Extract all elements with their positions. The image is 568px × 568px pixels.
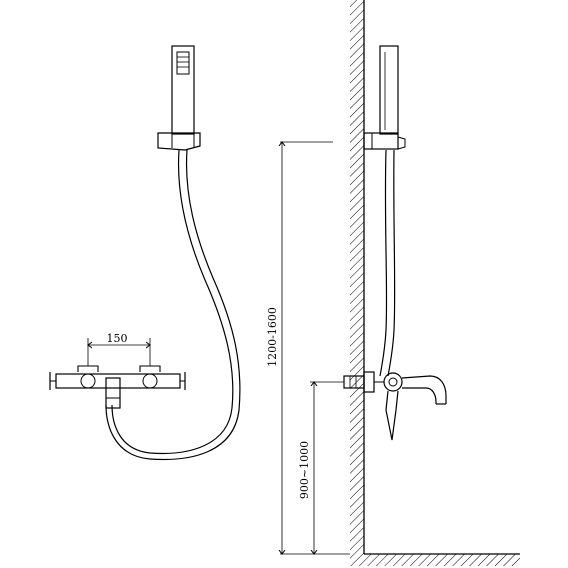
shower-height-label: 1200-1600 xyxy=(266,307,279,367)
valve-spacing-label: 150 xyxy=(107,332,128,345)
valve-height-label: 900~1000 xyxy=(298,441,311,499)
side-view: 1200-1600 900~1000 xyxy=(266,0,520,566)
hand-shower-side xyxy=(379,45,399,135)
shower-hose-front xyxy=(105,149,241,461)
dimension-valve-height: 900~1000 xyxy=(298,382,344,554)
mixer-front xyxy=(49,365,186,409)
dimension-shower-height: 1200-1600 xyxy=(266,142,350,554)
shower-hose-side xyxy=(379,149,396,377)
dimension-valve-spacing: 150 xyxy=(88,332,150,366)
hand-shower-front xyxy=(171,45,195,135)
front-view: 150 xyxy=(49,45,241,461)
wall-section xyxy=(350,0,365,554)
mixer-side xyxy=(343,371,447,441)
holder-side xyxy=(363,132,406,150)
floor-section xyxy=(350,553,520,566)
holder-front xyxy=(157,132,201,151)
